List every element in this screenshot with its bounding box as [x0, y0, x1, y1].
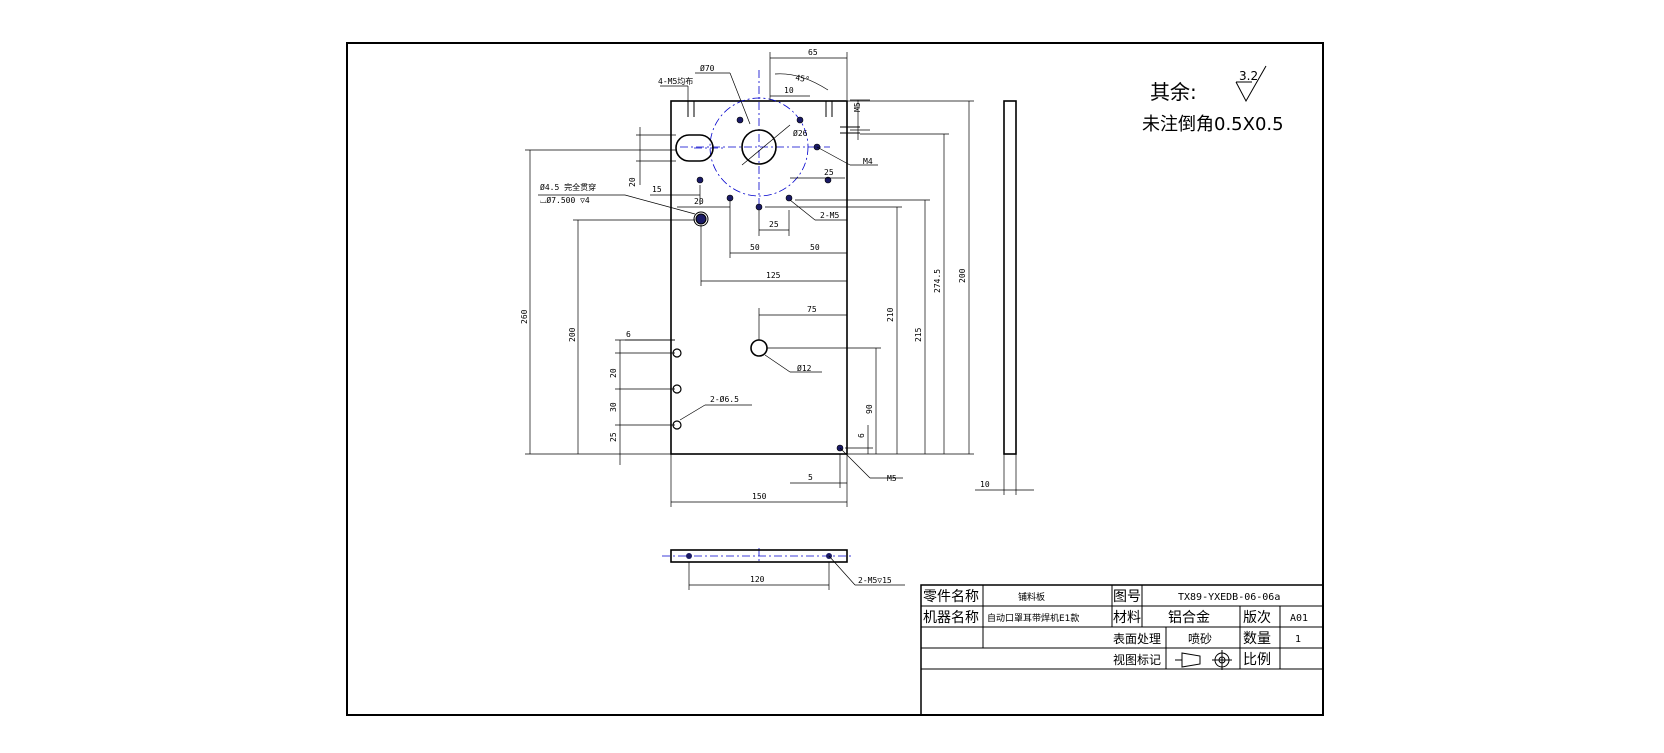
svg-text:260: 260 — [520, 309, 529, 324]
plate-front-view — [662, 70, 860, 563]
svg-text:Ø26: Ø26 — [793, 128, 808, 138]
svg-text:45°: 45° — [795, 73, 811, 84]
svg-text:25: 25 — [609, 432, 618, 442]
roughness-value: 3.2 — [1239, 69, 1258, 83]
svg-text:铺料板: 铺料板 — [1018, 591, 1045, 603]
svg-text:2-Ø6.5: 2-Ø6.5 — [710, 394, 739, 404]
svg-text:数量: 数量 — [1243, 631, 1271, 647]
svg-text:⌴Ø7.500 ▽4: ⌴Ø7.500 ▽4 — [540, 195, 590, 205]
svg-text:10: 10 — [980, 480, 990, 489]
svg-text:5: 5 — [808, 473, 813, 482]
center-lines — [662, 70, 852, 563]
bolt-circle — [709, 97, 809, 197]
svg-text:25: 25 — [824, 168, 834, 177]
svg-text:200: 200 — [958, 268, 967, 283]
svg-text:自动口罩耳带焊机E1款: 自动口罩耳带焊机E1款 — [987, 612, 1079, 624]
svg-text:1: 1 — [1295, 634, 1301, 645]
svg-text:20: 20 — [694, 197, 704, 206]
drawing-frame — [346, 42, 1324, 716]
svg-text:6: 6 — [857, 433, 866, 438]
dimension-texts: 65 45° 10 4-M5均布 Ø70 Ø26 M5 M4 25 2-M5 2… — [520, 48, 990, 585]
svg-text:50: 50 — [810, 243, 820, 252]
svg-text:Ø4.5 完全贯穿: Ø4.5 完全贯穿 — [540, 182, 596, 192]
svg-text:2-M5▽15: 2-M5▽15 — [858, 576, 892, 585]
svg-text:30: 30 — [609, 402, 618, 412]
svg-text:喷砂: 喷砂 — [1188, 632, 1212, 646]
svg-text:M5: M5 — [887, 474, 897, 483]
svg-text:150: 150 — [752, 492, 767, 501]
svg-text:75: 75 — [807, 305, 817, 314]
svg-text:版次: 版次 — [1243, 610, 1271, 626]
chamfer-note: 未注倒角0.5X0.5 — [1142, 114, 1284, 135]
svg-text:机器名称: 机器名称 — [923, 610, 979, 626]
svg-text:TX89-YXEDB-06-06a: TX89-YXEDB-06-06a — [1178, 592, 1280, 603]
svg-text:20: 20 — [628, 177, 637, 187]
svg-text:90: 90 — [865, 404, 874, 414]
roughness-symbol — [1235, 65, 1267, 103]
svg-text:210: 210 — [886, 307, 895, 322]
plate-outline — [670, 100, 848, 455]
svg-text:20: 20 — [609, 368, 618, 378]
svg-text:4-M5均布: 4-M5均布 — [658, 76, 693, 86]
svg-text:A01: A01 — [1290, 613, 1308, 624]
svg-text:表面处理: 表面处理 — [1113, 632, 1161, 646]
hole-d4-5 — [695, 213, 707, 225]
svg-text:图号: 图号 — [1113, 589, 1141, 605]
svg-text:215: 215 — [914, 327, 923, 342]
svg-text:材料: 材料 — [1113, 610, 1141, 626]
slot — [675, 134, 714, 162]
svg-text:视图标记: 视图标记 — [1113, 652, 1161, 667]
svg-text:铝合金: 铝合金 — [1168, 610, 1210, 626]
svg-text:10: 10 — [784, 86, 794, 95]
svg-text:200: 200 — [568, 327, 577, 342]
svg-text:65: 65 — [808, 48, 818, 57]
top-tapped-holes — [687, 101, 860, 134]
svg-text:2-M5: 2-M5 — [820, 211, 839, 220]
svg-text:M4: M4 — [863, 157, 873, 166]
svg-text:比例: 比例 — [1243, 652, 1271, 668]
svg-text:25: 25 — [769, 220, 779, 229]
svg-text:6: 6 — [626, 330, 631, 339]
projection-symbol — [1175, 650, 1232, 670]
hole-d12 — [750, 339, 768, 357]
svg-text:M5: M5 — [853, 102, 862, 112]
svg-text:274.5: 274.5 — [933, 269, 942, 293]
plate-bottom-view — [670, 549, 905, 590]
dimension-lines — [525, 52, 974, 507]
title-block: 零件名称 铺料板 图号 TX89-YXEDB-06-06a 机器名称 自动口罩耳… — [920, 584, 1324, 716]
svg-text:Ø12: Ø12 — [797, 363, 812, 373]
hole-d26 — [741, 129, 777, 165]
svg-text:Ø70: Ø70 — [700, 63, 715, 73]
plate-side-view — [975, 100, 1034, 495]
svg-text:15: 15 — [652, 185, 662, 194]
svg-text:50: 50 — [750, 243, 760, 252]
svg-text:零件名称: 零件名称 — [923, 589, 979, 605]
other-surface-label: 其余: — [1150, 80, 1197, 104]
svg-text:120: 120 — [750, 575, 765, 584]
svg-text:125: 125 — [766, 271, 781, 280]
